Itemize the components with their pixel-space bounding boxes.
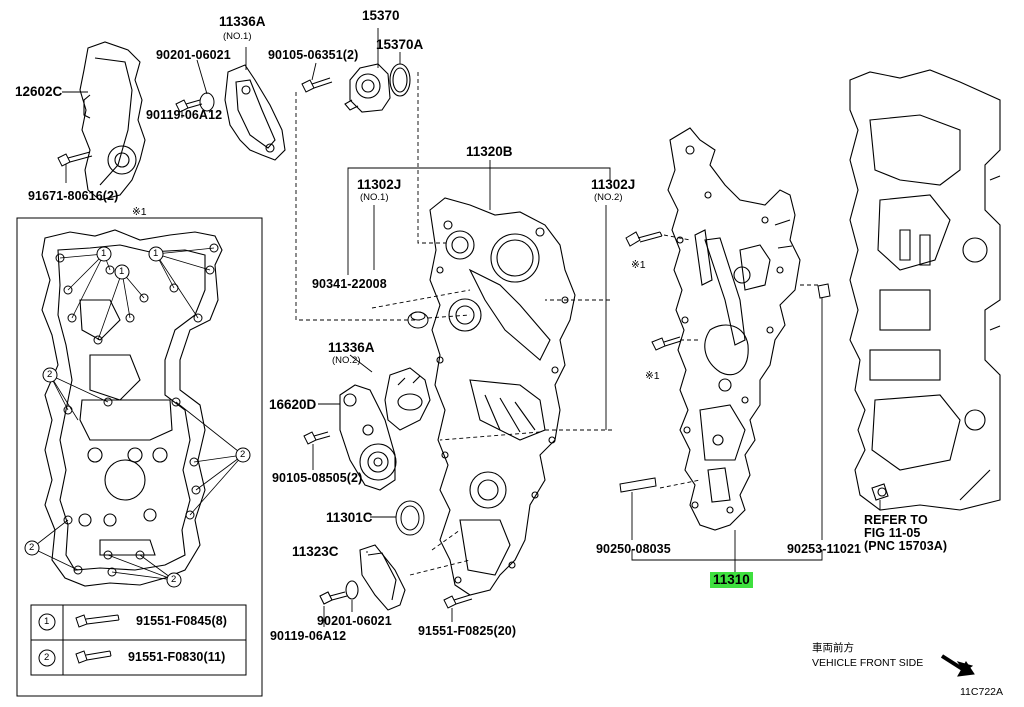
part-90105-06351[interactable]: 90105-06351(2): [268, 48, 359, 62]
part-11320B[interactable]: 11320B: [466, 144, 513, 159]
gasket-callout-leaders: [31, 247, 244, 581]
legend-bolts: [75, 614, 120, 664]
vehicle-front-label: VEHICLE FRONT SIDE: [812, 657, 924, 669]
slipper-11323C-drawing: [319, 544, 406, 611]
callout-2-a: 2: [47, 369, 53, 380]
callout-1-c: 1: [153, 248, 159, 259]
refer-line-2[interactable]: FIG 11-05: [864, 526, 921, 540]
part-11302J-no1-sub: (NO.1): [360, 192, 389, 203]
part-91551-F0825[interactable]: 91551-F0825(20): [418, 624, 517, 638]
part-91671-80616[interactable]: 91671-80616(2): [28, 189, 119, 203]
legend-row1-part[interactable]: 91551-F0845(8): [136, 614, 228, 628]
part-11301C[interactable]: 11301C: [326, 510, 373, 525]
part-11302J-no2-sub: (NO.2): [594, 192, 623, 203]
seal-11301C-drawing: [395, 500, 425, 536]
note-mark-1c: ※1: [645, 370, 660, 382]
timing-cover-11320B-drawing: [429, 197, 576, 596]
callout-2-b: 2: [240, 449, 246, 460]
cover-bolts-drawing: [619, 231, 831, 493]
part-90250-08035[interactable]: 90250-08035: [596, 542, 671, 556]
washers-top-drawing: [175, 77, 333, 113]
bolt-90105-08505-drawing: [303, 431, 331, 445]
part-15370A[interactable]: 15370A: [376, 37, 424, 52]
timing-cover-11310-drawing: [667, 127, 801, 531]
part-90119-06A12-top[interactable]: 90119-06A12: [146, 108, 223, 122]
callout-1-a: 1: [101, 248, 107, 259]
gasket-callout-circles: [24, 246, 251, 588]
legend-row2-num: 2: [44, 652, 50, 663]
pump-15370-drawing: [344, 63, 411, 113]
part-15370[interactable]: 15370: [362, 8, 400, 23]
part-11310-highlighted[interactable]: 11310: [710, 572, 753, 588]
part-90105-08505[interactable]: 90105-08505(2): [272, 471, 363, 485]
callout-1-b: 1: [119, 266, 125, 277]
vehicle-front-jp: 車両前方: [812, 642, 854, 654]
gasket-drawing: [41, 229, 223, 587]
part-11336A-no1[interactable]: 11336A: [219, 14, 266, 29]
figure-code: 11C722A: [960, 686, 1004, 698]
part-11323C[interactable]: 11323C: [292, 544, 339, 559]
vehicle-front-arrow-icon: [940, 654, 975, 677]
part-11302J-no1[interactable]: 11302J: [357, 177, 402, 192]
part-11336A-no1-sub: (NO.1): [223, 31, 252, 42]
part-11302J-no2[interactable]: 11302J: [591, 177, 636, 192]
legend-row1-num: 1: [44, 616, 50, 627]
cover-12602C-drawing: [79, 41, 146, 201]
leader-lines: [62, 28, 881, 627]
dashed-lines: [295, 72, 818, 576]
part-16620D[interactable]: 16620D: [269, 397, 317, 412]
callout-2-d: 2: [171, 574, 177, 585]
part-90201-06021-top[interactable]: 90201-06021: [156, 48, 231, 62]
part-90341-22008[interactable]: 90341-22008: [312, 277, 387, 291]
engine-block-drawing: [849, 69, 1001, 511]
note-mark-1: ※1: [132, 206, 147, 218]
bolt-91551-F0825-drawing: [443, 594, 473, 609]
legend-row2-part[interactable]: 91551-F0830(11): [128, 650, 226, 664]
gasket-bolt-holes: [55, 243, 219, 577]
part-12602C[interactable]: 12602C: [15, 84, 63, 99]
bolt-91671-drawing: [57, 151, 93, 167]
part-11336A-no2[interactable]: 11336A: [328, 340, 375, 355]
refer-line-3: (PNC 15703A): [864, 539, 948, 553]
refer-line-1: REFER TO: [864, 513, 928, 527]
callout-2-c: 2: [29, 542, 35, 553]
part-11336A-no2-sub: (NO.2): [332, 355, 361, 366]
gasket-inset: [16, 217, 263, 697]
tensioner-16620D-drawing: [339, 367, 431, 491]
slipper-11336A-no1-drawing: [224, 64, 286, 161]
part-90119-06A12-bot[interactable]: 90119-06A12: [270, 629, 347, 643]
part-90201-06021-bot[interactable]: 90201-06021: [317, 614, 392, 628]
part-90253-11021[interactable]: 90253-11021: [787, 542, 862, 556]
note-mark-1b: ※1: [631, 259, 646, 271]
